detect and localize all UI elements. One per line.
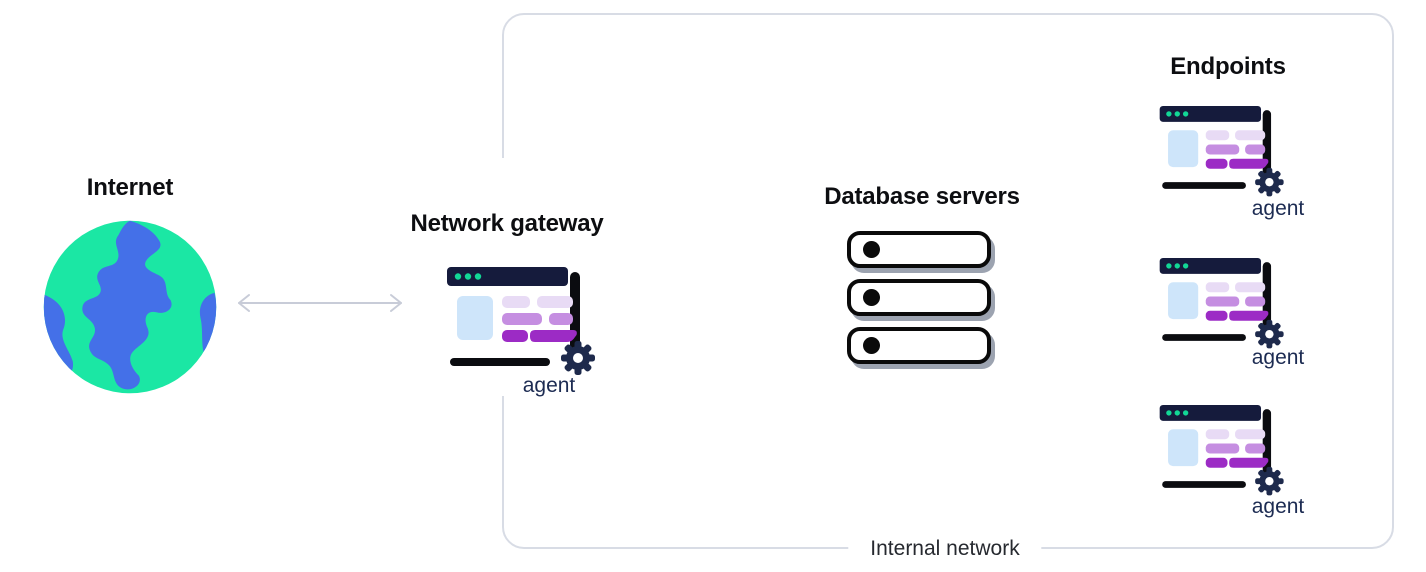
endpoint-agent-icon <box>1158 99 1292 200</box>
gateway-agent-label: agent <box>522 374 576 397</box>
network-gateway-agent-icon <box>445 259 605 379</box>
endpoint-agent-label: agent <box>1251 346 1305 369</box>
server-row <box>847 327 991 364</box>
internet-title: Internet <box>86 174 174 201</box>
bidirectional-arrow-icon <box>238 294 402 312</box>
globe-icon <box>43 220 217 394</box>
server-row <box>847 279 991 316</box>
server-indicator-dot <box>863 241 880 258</box>
database-servers-title: Database servers <box>824 183 1020 210</box>
endpoint-agent-label: agent <box>1251 197 1305 220</box>
endpoint-agent-label: agent <box>1251 495 1305 518</box>
server-row <box>847 231 991 268</box>
server-indicator-dot <box>863 337 880 354</box>
endpoint-agent-icon <box>1158 398 1292 499</box>
network-gateway-title: Network gateway <box>410 210 604 237</box>
server-indicator-dot <box>863 289 880 306</box>
internal-network-label: Internal network <box>848 534 1042 564</box>
server-stack-icon <box>847 231 991 375</box>
endpoints-title: Endpoints <box>1170 53 1286 80</box>
endpoint-agent-icon <box>1158 251 1292 352</box>
